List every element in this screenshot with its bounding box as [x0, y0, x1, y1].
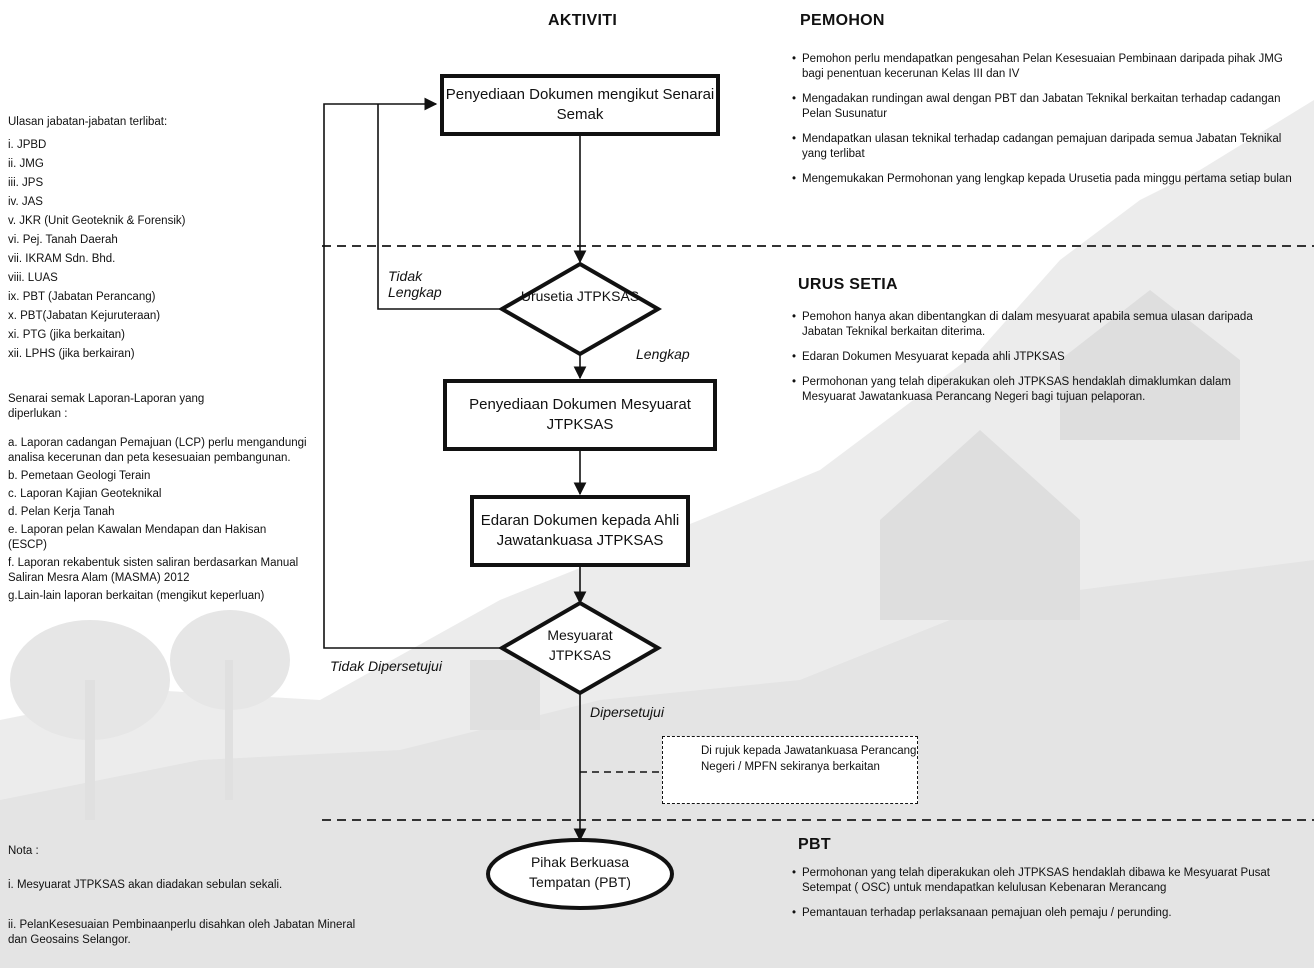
department-item: i. JPBD	[8, 139, 47, 151]
urus-setia-item: Edaran Dokumen Mesyuarat kepada ahli JTP…	[792, 350, 1272, 365]
report-item: a. Laporan cadangan Pemajuan (LCP) perlu…	[8, 437, 307, 464]
header-pemohon: PEMOHON	[800, 12, 885, 29]
report-item: d. Pelan Kerja Tanah	[8, 506, 115, 518]
label-lengkap: Lengkap	[636, 346, 690, 362]
decision-mesyuarat-label: Mesyuarat JTPKSAS	[547, 627, 613, 663]
pemohon-list: Pemohon perlu mendapatkan pengesahan Pel…	[792, 52, 1304, 197]
report-item: c. Laporan Kajian Geoteknikal	[8, 488, 162, 500]
label-tidak-lengkap: Tidak Lengkap	[388, 268, 442, 300]
department-item: iii. JPS	[8, 177, 44, 189]
nota-item: i. Mesyuarat JTPKSAS akan diadakan sebul…	[8, 879, 283, 891]
urus-setia-list: Pemohon hanya akan dibentangkan di dalam…	[792, 310, 1272, 415]
department-item: iv. JAS	[8, 196, 43, 208]
end-ellipse-shape	[486, 838, 674, 910]
nota-item: ii. PelanKesesuaian Pembinaanperlu disah…	[8, 919, 356, 946]
pemohon-item: Mengadakan rundingan awal dengan PBT dan…	[792, 92, 1304, 122]
decision-urusetia-shape	[497, 261, 663, 357]
label-dipersetujui: Dipersetujui	[590, 704, 664, 720]
report-item: e. Laporan pelan Kawalan Mendapan dan Ha…	[8, 524, 267, 551]
step-penyediaan-dokumen: Penyediaan Dokumen mengikut Senarai Sema…	[440, 74, 720, 136]
flow-connectors	[323, 97, 587, 842]
urus-setia-item: Permohonan yang telah diperakukan oleh J…	[792, 375, 1272, 405]
department-item: xii. LPHS (jika berkairan)	[8, 348, 135, 360]
urus-setia-item: Pemohon hanya akan dibentangkan di dalam…	[792, 310, 1272, 340]
dashed-section-dividers	[322, 245, 1314, 821]
department-item: ii. JMG	[8, 158, 44, 170]
decision-mesyuarat-shape	[497, 600, 663, 696]
pemohon-item: Mendapatkan ulasan teknikal terhadap cad…	[792, 132, 1304, 162]
header-pbt: PBT	[798, 836, 831, 853]
department-item: xi. PTG (jika berkaitan)	[8, 329, 125, 341]
report-checklist: a. Laporan cadangan Pemajuan (LCP) perlu…	[8, 436, 308, 607]
department-item: v. JKR (Unit Geoteknik & Forensik)	[8, 215, 186, 227]
report-item: g.Lain-lain laporan berkaitan (mengikut …	[8, 590, 265, 602]
department-item: ix. PBT (Jabatan Perancang)	[8, 291, 156, 303]
header-aktiviti: AKTIVITI	[548, 12, 618, 29]
department-item: viii. LUAS	[8, 272, 58, 284]
pemohon-item: Pemohon perlu mendapatkan pengesahan Pel…	[792, 52, 1304, 82]
pbt-list: Permohonan yang telah diperakukan oleh J…	[792, 866, 1302, 931]
decision-urusetia-label: Urusetia JTPKSAS	[520, 288, 640, 304]
header-urus-setia: URUS SETIA	[798, 276, 898, 293]
nota-title: Nota :	[8, 845, 39, 857]
label-tidak-dipersetujui: Tidak Dipersetujui	[330, 658, 442, 674]
ulasan-title: Ulasan jabatan-jabatan terlibat:	[8, 116, 168, 128]
pemohon-item: Mengemukakan Permohonan yang lengkap kep…	[792, 172, 1304, 187]
referral-note-box: Di rujuk kepada Jawatankuasa Perancang N…	[662, 736, 918, 804]
report-item: b. Pemetaan Geologi Terain	[8, 470, 151, 482]
department-item: vi. Pej. Tanah Daerah	[8, 234, 118, 246]
department-item: vii. IKRAM Sdn. Bhd.	[8, 253, 116, 265]
pbt-item: Pemantauan terhadap perlaksanaan pemajua…	[792, 906, 1302, 921]
end-pbt-label: Pihak Berkuasa Tempatan (PBT)	[529, 854, 631, 890]
pbt-item: Permohonan yang telah diperakukan oleh J…	[792, 866, 1302, 896]
department-item: x. PBT(Jabatan Kejuruteraan)	[8, 310, 161, 322]
department-list: i. JPBD ii. JMG iii. JPS iv. JAS v. JKR …	[8, 136, 185, 364]
report-item: f. Laporan rekabentuk sisten saliran ber…	[8, 557, 299, 584]
step-edaran-dokumen: Edaran Dokumen kepada Ahli Jawatankuasa …	[470, 495, 690, 567]
step-dokumen-mesyuarat: Penyediaan Dokumen Mesyuarat JTPKSAS	[443, 379, 717, 451]
senarai-title: Senarai semak Laporan-Laporan yang diper…	[8, 393, 205, 420]
